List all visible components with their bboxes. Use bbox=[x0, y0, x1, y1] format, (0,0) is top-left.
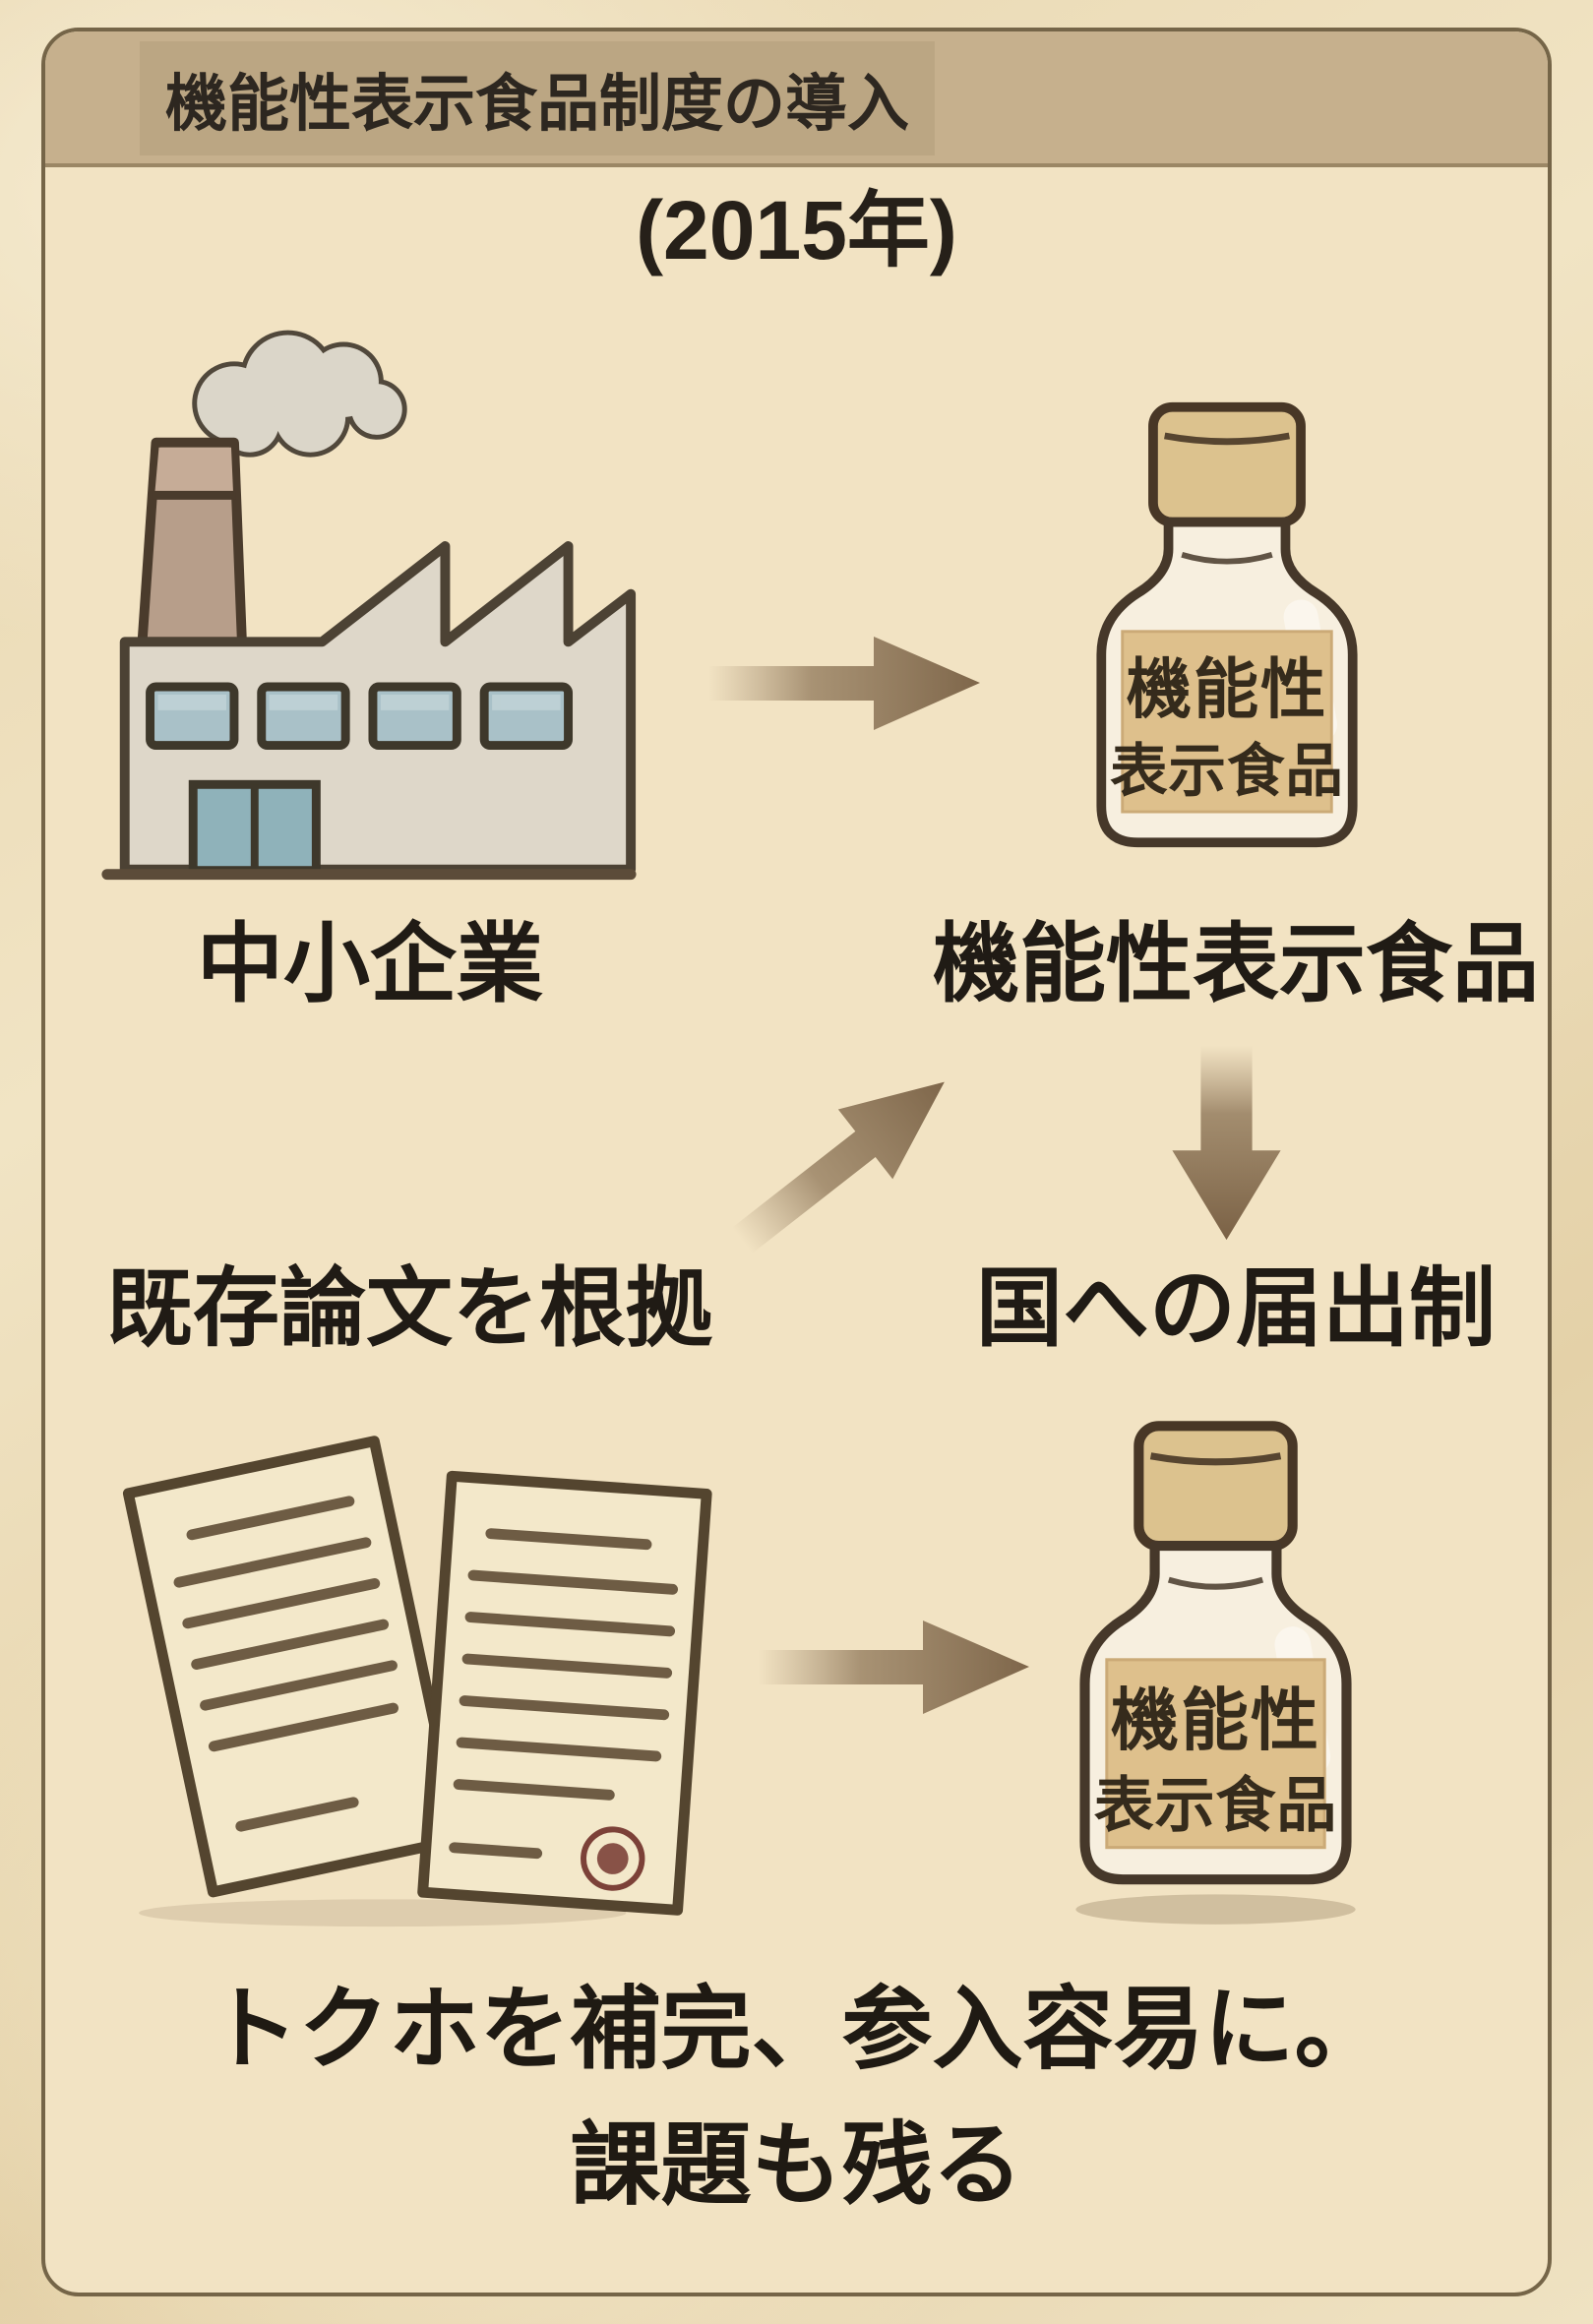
footer-line1: トクホを補完、参入容易に。 bbox=[208, 1980, 1385, 2080]
factory-svg bbox=[101, 330, 637, 881]
bottle-label-line1: 機能性 bbox=[1127, 654, 1328, 727]
factory-icon bbox=[88, 327, 644, 909]
documents-icon bbox=[90, 1414, 729, 1935]
factory-door bbox=[188, 779, 321, 876]
document-left bbox=[122, 1436, 464, 1898]
header-bar: 機能性表示食品制度の導入 bbox=[45, 31, 1548, 167]
smoke-icon bbox=[166, 330, 407, 458]
supplement-bottle-icon: 機能性 表示食品 bbox=[1051, 1414, 1380, 1928]
label-evidence: 既存論文を根拠 bbox=[105, 1259, 712, 1357]
subtitle-year: (2015年) bbox=[636, 184, 957, 276]
bottle-cap bbox=[1148, 401, 1306, 527]
seal-icon bbox=[581, 1826, 645, 1891]
bottle-cap bbox=[1133, 1421, 1298, 1552]
bottle-label-line2: 表示食品 bbox=[1110, 740, 1344, 804]
label-company: 中小企業 bbox=[196, 915, 543, 1012]
title-highlight: 機能性表示食品制度の導入 bbox=[140, 41, 935, 155]
bottle-label bbox=[1121, 630, 1333, 814]
page-title: 機能性表示食品制度の導入 bbox=[165, 69, 909, 139]
chimney bbox=[137, 437, 247, 647]
label-product: 機能性表示食品 bbox=[932, 915, 1539, 1012]
label-notification: 国への届出制 bbox=[975, 1259, 1496, 1357]
footer-line2: 課題も残る bbox=[570, 2115, 1023, 2216]
arrow-up-right-icon bbox=[695, 1020, 995, 1300]
document-right bbox=[417, 1470, 712, 1916]
bottle-label bbox=[1105, 1658, 1326, 1850]
arrow-right-icon bbox=[756, 1591, 1036, 1743]
arrow-down-icon bbox=[1155, 1043, 1298, 1245]
arrow-right-icon bbox=[706, 607, 987, 760]
infographic-card: 機能性表示食品制度の導入 (2015年) bbox=[41, 28, 1552, 2296]
bottle-label-line1: 機能性 bbox=[1111, 1682, 1320, 1758]
footer-summary: トクホを補完、参入容易に。 課題も残る bbox=[45, 1962, 1548, 2233]
bottle-label-line2: 表示食品 bbox=[1094, 1771, 1338, 1838]
supplement-bottle-icon: 機能性 表示食品 bbox=[1069, 396, 1385, 889]
